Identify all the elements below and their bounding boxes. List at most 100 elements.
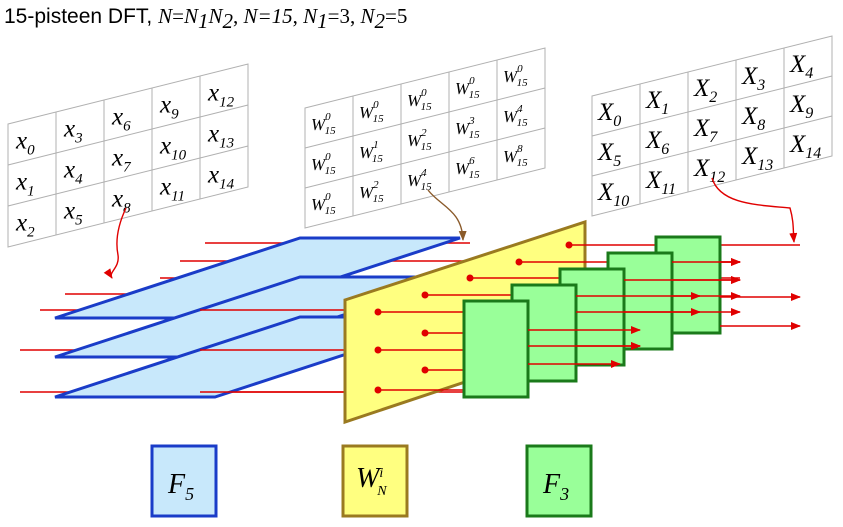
twiddle-cell-exp: 1	[373, 139, 378, 151]
title-n1: N	[183, 4, 198, 28]
legend-f3-sub: 3	[559, 484, 569, 504]
twiddle-cell-exp: 3	[468, 115, 475, 127]
signal-dot	[421, 291, 429, 299]
grid-row-line	[304, 127, 546, 189]
output-cell: X10	[597, 179, 629, 210]
twiddle-cell-sub: 15	[469, 169, 481, 181]
title-n1-sub: 1	[197, 9, 209, 34]
signal-dot	[515, 258, 523, 266]
twiddle-cell-exp: 0	[373, 99, 379, 111]
input-cell-index: 1	[27, 184, 35, 200]
grid-bg	[7, 63, 249, 248]
input-cell-index: 3	[74, 131, 83, 147]
twiddle-cell-sub: 15	[372, 153, 384, 165]
signal-dot	[466, 274, 474, 282]
title-eq-15: =15	[257, 4, 293, 28]
twiddle-cell-exp: 2	[421, 127, 427, 139]
connector-input	[103, 207, 127, 279]
twiddle-cell-exp: 0	[421, 87, 427, 99]
twiddle-cell-exp: 0	[325, 111, 331, 123]
title-eq: =	[172, 4, 184, 28]
input-cell-index: 5	[75, 213, 83, 229]
output-cell-index: 7	[709, 129, 718, 146]
legend-twiddle-box	[341, 444, 409, 518]
twiddle-cell-sub: 15	[325, 205, 337, 217]
output-cell-index: 3	[756, 77, 765, 94]
title-prefix: 15-pisteen DFT,	[4, 5, 159, 28]
grid-row-line	[304, 87, 546, 149]
input-cell-index: 6	[123, 119, 131, 135]
title-sep2: ,	[292, 4, 304, 28]
output-cell-index: 11	[661, 181, 676, 198]
legend-f5-sub: 5	[185, 484, 194, 504]
title-n2-b-sub: 2	[374, 9, 386, 34]
title-eq-5: =5	[385, 4, 408, 28]
twiddle-cell-sub: 15	[517, 117, 529, 129]
twiddle-cell-sub: 15	[325, 125, 337, 137]
title-n1-b-sub: 1	[317, 9, 328, 34]
output-cell-index: 13	[757, 157, 773, 174]
output-cell-index: 12	[709, 169, 725, 186]
legend-f3-box	[525, 444, 593, 518]
input-cell-index: 10	[171, 148, 187, 164]
twiddle-cell-sub: 15	[421, 101, 433, 113]
title-n2-sub: 2	[222, 9, 233, 34]
twiddle-cell-exp: 0	[517, 63, 523, 75]
twiddle-cell-exp: 2	[373, 179, 379, 191]
legend-twiddle-sub: N	[376, 484, 387, 499]
title-n2-b: N	[360, 4, 375, 28]
input-cell-index: 8	[123, 201, 131, 217]
connector-output	[711, 177, 798, 243]
signal-dot	[421, 366, 429, 374]
twiddle-cell-sub: 15	[373, 193, 385, 205]
signal-dot	[374, 386, 382, 394]
signal-dot	[374, 346, 382, 354]
signal-dot	[565, 241, 573, 249]
input-cell-index: 7	[123, 160, 132, 176]
output-cell-index: 1	[661, 101, 669, 118]
input-cell-index: 12	[219, 95, 235, 111]
output-cell-index: 14	[805, 145, 821, 162]
twiddle-cell-sub: 15	[469, 129, 481, 141]
output-cell-index: 6	[661, 141, 669, 158]
twiddle-cell-exp: 0	[469, 75, 475, 87]
grid-row-line	[591, 75, 833, 137]
title-n-b: N	[243, 4, 258, 28]
output-cell-index: 10	[613, 193, 629, 210]
twiddle-cell-exp: 4	[421, 167, 427, 179]
twiddle-cell-sub: 15	[421, 181, 433, 193]
twiddle-cell-sub: 15	[373, 113, 385, 125]
twiddle-cell-sub: 15	[517, 157, 529, 169]
input-cell-index: 13	[219, 136, 234, 152]
output-cell-index: 4	[805, 65, 813, 82]
signal-dot	[374, 308, 382, 316]
twiddle-cell-exp: 0	[325, 151, 331, 163]
legend-twiddle-sup: i	[379, 466, 383, 481]
title-n: N	[158, 4, 173, 28]
output-cell-index: 5	[613, 153, 621, 170]
output-cell: X9	[789, 91, 813, 122]
input-cell-index: 4	[75, 172, 83, 188]
twiddle-cell-sub: 15	[469, 89, 481, 101]
title-n1-b: N	[303, 4, 318, 28]
signal-lines-mid	[200, 309, 345, 393]
title-eq-3: =3	[327, 4, 351, 28]
output-cell-index: 2	[709, 89, 717, 106]
twiddle-cell-sub: 15	[517, 77, 529, 89]
connector-twiddle	[427, 189, 467, 241]
grid-row-line	[7, 145, 249, 207]
twiddle-cell-sub: 15	[421, 141, 433, 153]
grid-row-line	[591, 115, 833, 177]
twiddle-cell-sub: 15	[325, 165, 337, 177]
title-n2: N	[208, 4, 223, 28]
input-cell-index: 0	[27, 143, 35, 159]
twiddle-cell-exp: 0	[325, 191, 331, 203]
f3-stage	[462, 235, 801, 399]
output-cell: X7	[693, 115, 718, 146]
grid-row-line	[7, 104, 249, 166]
